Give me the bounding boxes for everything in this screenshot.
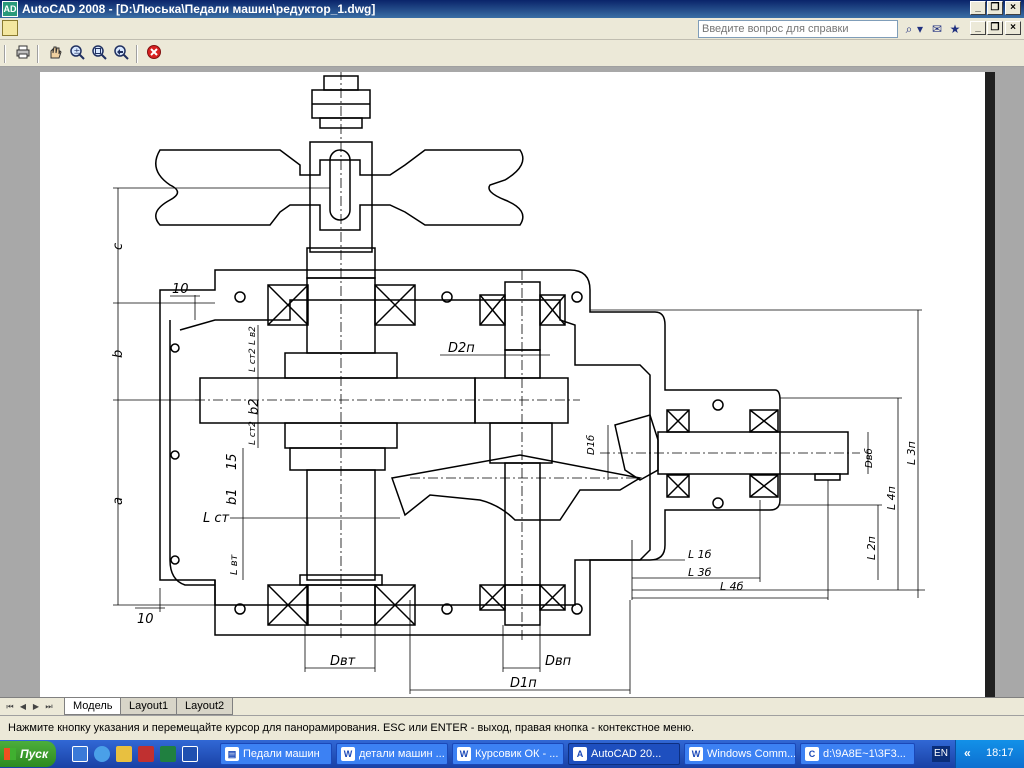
windows-flag-icon xyxy=(4,748,16,760)
tab-layout2[interactable]: Layout2 xyxy=(176,698,234,715)
word-doc-icon: W xyxy=(341,747,355,761)
autocad-app-icon[interactable]: AD xyxy=(2,1,18,17)
toolbar-separator xyxy=(136,45,138,63)
dim-a: a xyxy=(111,497,126,505)
next-tab-icon[interactable]: ▶ xyxy=(32,702,40,711)
restore-button[interactable]: ❐ xyxy=(987,1,1003,15)
dim-l4p: L 4п xyxy=(885,486,898,510)
dim-l-ct2-low: L ст2 xyxy=(248,421,258,445)
command-line[interactable]: Нажмите кнопку указания и перемещайте ку… xyxy=(0,715,1024,740)
toolbar: ± xyxy=(0,41,1024,67)
dim-d1p: D1п xyxy=(510,676,537,691)
dim-c: c xyxy=(111,243,126,250)
folder-icon[interactable] xyxy=(116,746,132,762)
first-tab-icon[interactable]: ⏮ xyxy=(6,702,14,711)
paper-shadow xyxy=(985,72,995,697)
svg-text:±: ± xyxy=(74,47,81,56)
dim-l-ct1: L ст xyxy=(203,511,230,526)
dim-db6: Dвб xyxy=(863,448,875,468)
search-icon[interactable]: ⌕ xyxy=(905,22,913,36)
dim-10-bottom: 10 xyxy=(137,612,154,627)
clock[interactable]: 18:17 xyxy=(986,747,1014,759)
doc-restore-button[interactable]: ❐ xyxy=(987,21,1003,35)
dim-b1: b1 xyxy=(225,488,240,505)
excel-icon[interactable] xyxy=(160,746,176,762)
dim-l3b: L 3б xyxy=(688,566,712,579)
dim-l-b2: L в2 xyxy=(248,326,258,345)
doc-close-button[interactable]: × xyxy=(1005,21,1021,35)
gearbox-drawing[interactable]: c b a 10 10 L в2 L ст2 b2 L ст2 15 b1 L … xyxy=(40,72,985,697)
zoom-window-icon[interactable] xyxy=(88,44,110,64)
close-viewer-icon[interactable] xyxy=(143,44,165,64)
dim-d2p: D2п xyxy=(448,341,475,356)
internet-explorer-icon[interactable] xyxy=(94,746,110,762)
tray-chevron-icon[interactable]: « xyxy=(964,746,971,760)
window-title: AutoCAD 2008 - [D:\Люська\Педали машин\р… xyxy=(22,2,376,16)
pan-realtime-icon[interactable] xyxy=(44,44,66,64)
paper-sheet xyxy=(40,72,985,697)
communication-center-icon[interactable]: ✉ xyxy=(931,22,943,36)
print-icon[interactable] xyxy=(12,44,34,64)
doc-minimize-button[interactable]: _ xyxy=(970,21,986,35)
tab-layout1[interactable]: Layout1 xyxy=(120,698,178,715)
folder-icon: ▤ xyxy=(225,747,239,761)
task-pedali-mashin[interactable]: ▤Педали машин xyxy=(220,743,332,765)
dim-15: 15 xyxy=(225,453,240,470)
toolbar-separator xyxy=(37,45,39,63)
language-indicator[interactable]: EN xyxy=(932,746,950,762)
title-bar[interactable]: AD AutoCAD 2008 - [D:\Люська\Педали маши… xyxy=(0,0,1024,18)
prev-tab-icon[interactable]: ◀ xyxy=(19,702,27,711)
dim-l-ct2: L ст2 xyxy=(248,348,258,372)
autocad-window: AD AutoCAD 2008 - [D:\Люська\Педали маши… xyxy=(0,0,1024,740)
dim-b2: b2 xyxy=(247,398,262,415)
autocad-icon: A xyxy=(573,747,587,761)
dim-l3p: L 3п xyxy=(905,441,918,465)
dim-dvt: Dвт xyxy=(330,654,356,669)
dim-l2p: L 2п xyxy=(865,536,878,560)
word-icon[interactable] xyxy=(182,746,198,762)
start-button[interactable]: Пуск xyxy=(0,741,56,767)
chevron-down-icon[interactable]: ▾ xyxy=(916,22,924,36)
dim-dvp: Dвп xyxy=(545,654,572,669)
tab-model[interactable]: Модель xyxy=(64,698,122,715)
command-prompt-text: Нажмите кнопку указания и перемещайте ку… xyxy=(8,722,695,734)
start-label: Пуск xyxy=(20,747,49,761)
zoom-previous-icon[interactable] xyxy=(110,44,132,64)
zoom-realtime-icon[interactable]: ± xyxy=(66,44,88,64)
minimize-button[interactable]: _ xyxy=(970,1,986,15)
system-tray: EN « 18:17 xyxy=(932,740,1024,768)
toolbar-grip[interactable] xyxy=(4,45,6,63)
floppy-icon[interactable] xyxy=(138,746,154,762)
dim-d1b: D1б xyxy=(585,435,597,455)
close-button[interactable]: × xyxy=(1005,1,1021,15)
dim-l4b: L 4б xyxy=(720,580,744,593)
dim-l1b: L 1б xyxy=(688,548,712,561)
dim-b: b xyxy=(111,350,126,358)
dim-10-top: 10 xyxy=(172,282,189,297)
drawing-area[interactable]: c b a 10 10 L в2 L ст2 b2 L ст2 15 b1 L … xyxy=(0,67,1024,697)
show-desktop-icon[interactable] xyxy=(72,746,88,762)
last-tab-icon[interactable]: ⏭ xyxy=(45,702,53,711)
favorites-icon[interactable]: ★ xyxy=(949,22,961,36)
dim-l-vt: L вт xyxy=(229,553,240,575)
document-icon[interactable] xyxy=(2,20,18,36)
layout-tabs-bar: ⏮ ◀ ▶ ⏭ Модель Layout1 Layout2 xyxy=(0,697,1024,715)
commander-icon: W xyxy=(689,747,703,761)
console-icon: C xyxy=(805,747,819,761)
help-search-input[interactable] xyxy=(698,20,898,38)
menu-bar: ⌕ ▾ ✉ ★ _ ❐ × xyxy=(0,18,1024,40)
word-doc-icon: W xyxy=(457,747,471,761)
